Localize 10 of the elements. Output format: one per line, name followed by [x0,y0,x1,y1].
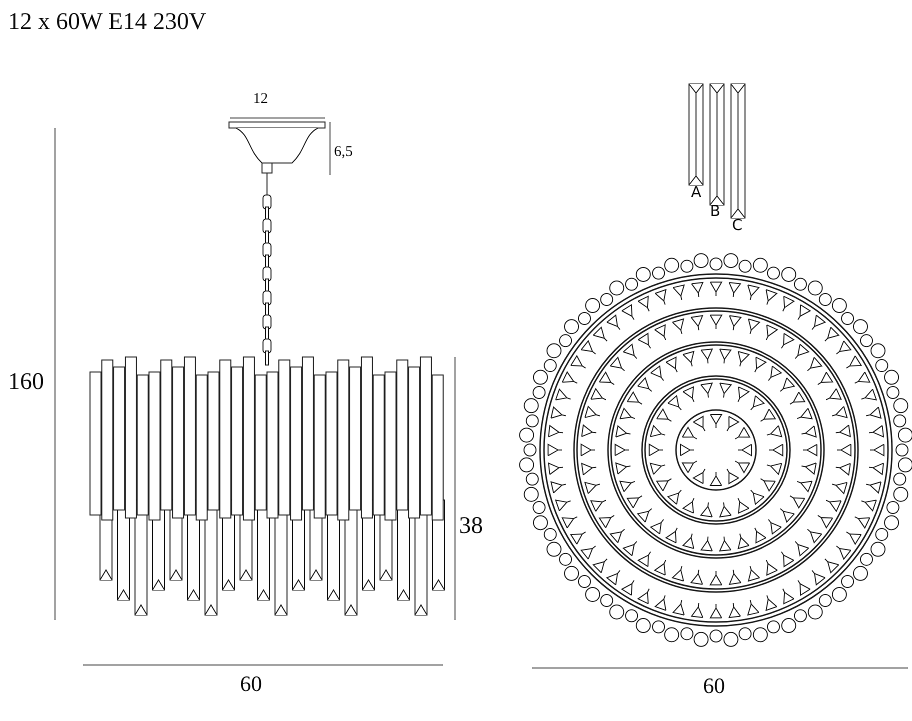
dimension-label: 38 [459,514,483,538]
dimension-label: 160 [8,370,44,394]
dimension-label: 60 [703,675,725,697]
dimension-label: 12 [253,92,268,107]
dimension-label: 60 [240,673,262,695]
specification-text: 12 x 60W E14 230V [8,10,206,34]
crystal-type-label: A [691,185,702,200]
crystal-type-label: B [710,204,720,219]
crystal-type-label: C [732,218,742,233]
dimension-label: 6,5 [334,145,353,160]
